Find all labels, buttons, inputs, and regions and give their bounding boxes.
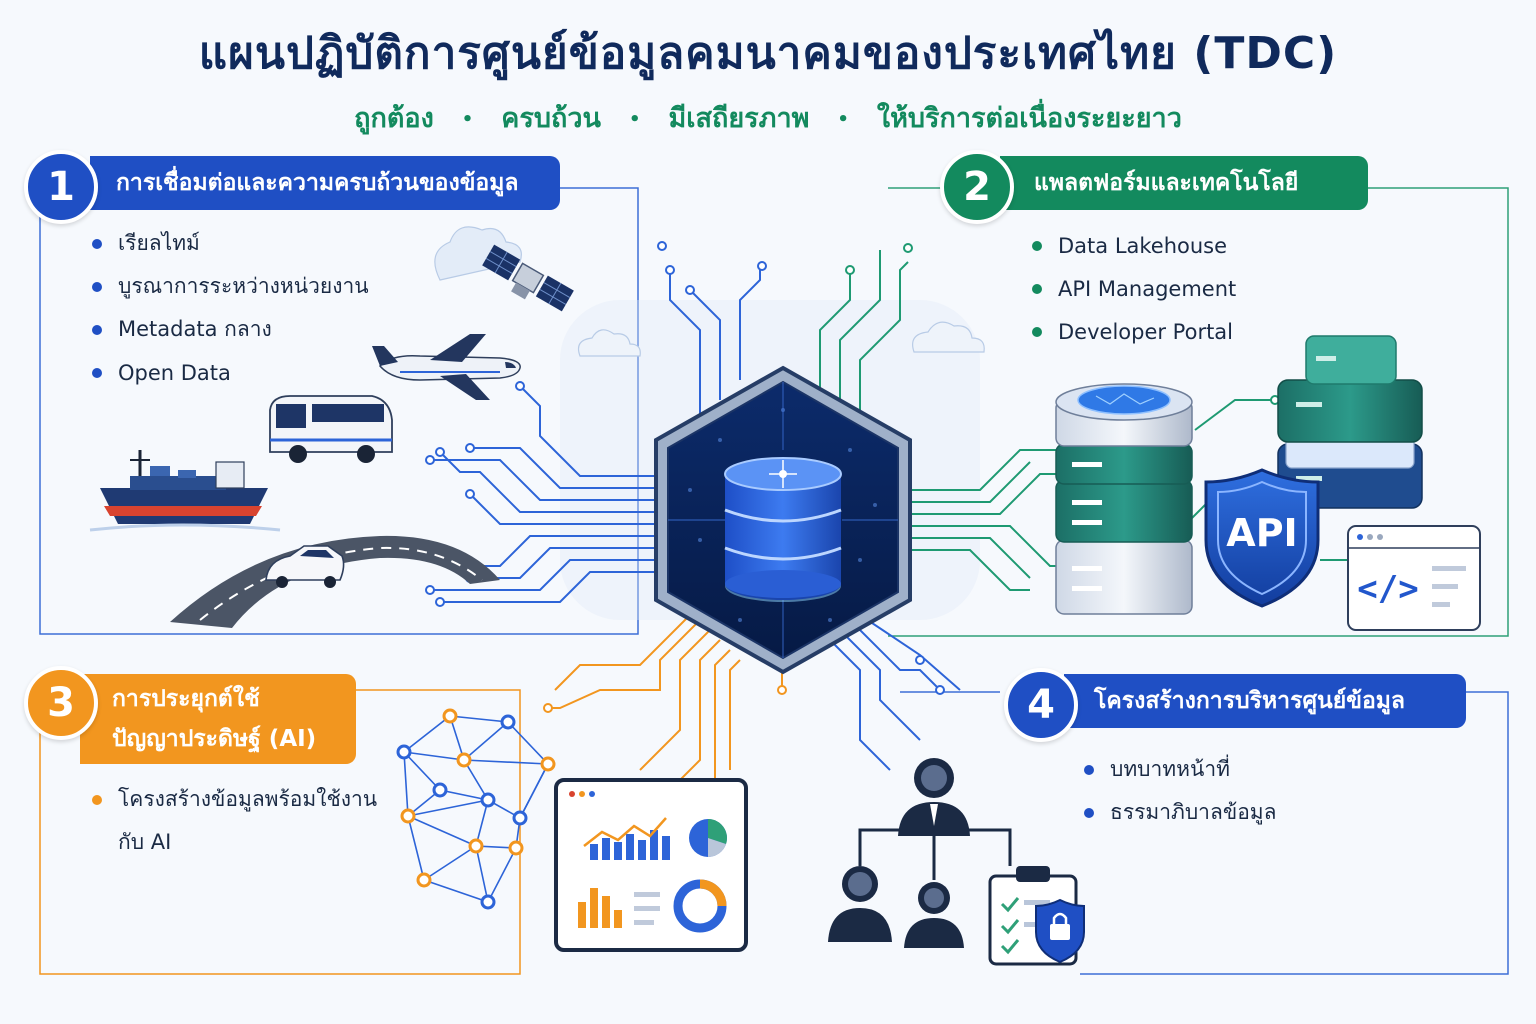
section-2-title: แพลตฟอร์มและเทคโนโลยี xyxy=(1034,170,1299,196)
circuit-nodes-right xyxy=(845,243,1280,405)
org-chart-icon xyxy=(828,758,1012,948)
section-3-number: 3 xyxy=(24,666,98,740)
list-item: เรียลไทม์ xyxy=(92,222,369,265)
dashboard-icon xyxy=(554,778,748,952)
list-item-text: เรียลไทม์ xyxy=(118,231,200,255)
bullet-icon xyxy=(92,238,102,249)
road-icon xyxy=(170,535,500,628)
bullet-icon xyxy=(1032,326,1042,337)
list-item: ธรรมาภิบาลข้อมูล xyxy=(1084,791,1277,834)
section-2-title-bar: แพลตฟอร์มและเทคโนโลยี xyxy=(1000,156,1368,210)
section-3-list: โครงสร้างข้อมูลพร้อมใช้งาน กับ AI xyxy=(92,778,377,864)
circuit-nodes-bottom-right xyxy=(915,655,945,695)
cloud-icon xyxy=(577,329,641,357)
bullet-icon xyxy=(1084,764,1094,775)
principles-subtitle: ถูกต้อง • ครบถ้วน • มีเสถียรภาพ • ให้บริการต่อ… xyxy=(0,96,1536,139)
list-item-text: Data Lakehouse xyxy=(1058,233,1228,258)
principle-separator: • xyxy=(461,109,474,130)
bullet-icon xyxy=(92,794,102,805)
circuit-nodes-bottom-left xyxy=(543,685,787,713)
principle-2: ครบถ้วน xyxy=(501,103,601,134)
list-item-text: Metadata กลาง xyxy=(118,317,272,341)
api-shield-label: API xyxy=(1226,511,1297,555)
section-4-list: บทบาทหน้าที่ ธรรมาภิบาลข้อมูล xyxy=(1084,748,1277,834)
cloud-icon xyxy=(912,321,985,353)
principle-separator: • xyxy=(628,109,641,130)
section-3-title-bar: การประยุกต์ใช้ ปัญญาประดิษฐ์ (AI) xyxy=(80,674,356,764)
bullet-icon xyxy=(92,367,102,378)
neural-network-icon xyxy=(396,708,556,910)
principle-4: ให้บริการต่อเนื่องระยะยาว xyxy=(876,103,1182,134)
code-window-icon: </> xyxy=(1347,525,1481,631)
server-stack-icon xyxy=(1055,383,1193,615)
code-glyph: </> xyxy=(1357,569,1418,609)
list-item-text: โครงสร้างข้อมูลพร้อมใช้งาน xyxy=(118,787,378,811)
bullet-icon xyxy=(1084,807,1094,818)
section-1-frame xyxy=(39,187,639,635)
section-2-list: Data Lakehouse API Management Developer … xyxy=(1032,224,1236,353)
page-title: แผนปฏิบัติการศูนย์ข้อมูลคมนาคมของประเทศไ… xyxy=(198,28,1338,79)
list-item: API Management xyxy=(1032,267,1236,310)
section-1-title-bar: การเชื่อมต่อและความครบถ้วนของข้อมูล xyxy=(90,156,560,210)
list-item: บูรณาการระหว่างหน่วยงาน xyxy=(92,265,369,308)
section-1-list: เรียลไทม์ บูรณาการระหว่างหน่วยงาน Metada… xyxy=(92,222,369,394)
list-item-text: กับ AI xyxy=(118,830,172,854)
list-item: โครงสร้างข้อมูลพร้อมใช้งาน xyxy=(92,778,377,821)
section-2-number: 2 xyxy=(940,150,1014,224)
circuit-lines-left xyxy=(430,266,761,603)
section-4-title: โครงสร้างการบริหารศูนย์ข้อมูล xyxy=(1094,688,1406,714)
airplane-icon xyxy=(372,334,521,400)
cloud-icon xyxy=(434,226,522,281)
clipboard-lock-icon xyxy=(988,866,1085,966)
bullet-icon xyxy=(92,324,102,335)
principle-1: ถูกต้อง xyxy=(354,103,434,134)
bullet-icon xyxy=(1032,240,1042,251)
section-1-number: 1 xyxy=(24,150,98,224)
list-item-text: บทบาทหน้าที่ xyxy=(1110,757,1230,781)
api-shield-icon: API xyxy=(1204,468,1320,608)
section-4-number: 4 xyxy=(1004,668,1078,742)
list-item: กับ AI xyxy=(92,821,377,864)
list-item: Developer Portal xyxy=(1032,310,1236,353)
list-item: Metadata กลาง xyxy=(92,308,369,351)
list-item: บทบาทหน้าที่ xyxy=(1084,748,1277,791)
principle-3: มีเสถียรภาพ xyxy=(668,103,810,134)
section-3-frame xyxy=(39,689,521,975)
section-3-title-line-2: ปัญญาประดิษฐ์ (AI) xyxy=(112,726,317,752)
list-item-text: ธรรมาภิบาลข้อมูล xyxy=(1110,800,1277,824)
principle-separator: • xyxy=(837,109,849,130)
section-4-frame xyxy=(900,691,1509,975)
car-icon xyxy=(265,545,345,588)
bus-icon xyxy=(269,395,393,463)
section-3-title-line-1: การประยุกต์ใช้ xyxy=(112,686,260,712)
list-item: Data Lakehouse xyxy=(1032,224,1236,267)
list-item: Open Data xyxy=(92,351,369,394)
bullet-icon xyxy=(1032,283,1042,294)
bullet-icon xyxy=(92,281,102,292)
satellite-icon xyxy=(482,244,574,312)
section-4-title-bar: โครงสร้างการบริหารศูนย์ข้อมูล xyxy=(1064,674,1466,728)
list-item-text: Developer Portal xyxy=(1058,319,1234,344)
server-stack-icon xyxy=(1277,335,1423,509)
section-1-title: การเชื่อมต่อและความครบถ้วนของข้อมูล xyxy=(116,170,519,196)
list-item-text: บูรณาการระหว่างหน่วยงาน xyxy=(118,274,369,298)
list-item-text: Open Data xyxy=(118,360,231,385)
ship-icon xyxy=(89,450,281,532)
list-item-text: API Management xyxy=(1058,276,1237,301)
database-hub-icon xyxy=(654,365,912,675)
